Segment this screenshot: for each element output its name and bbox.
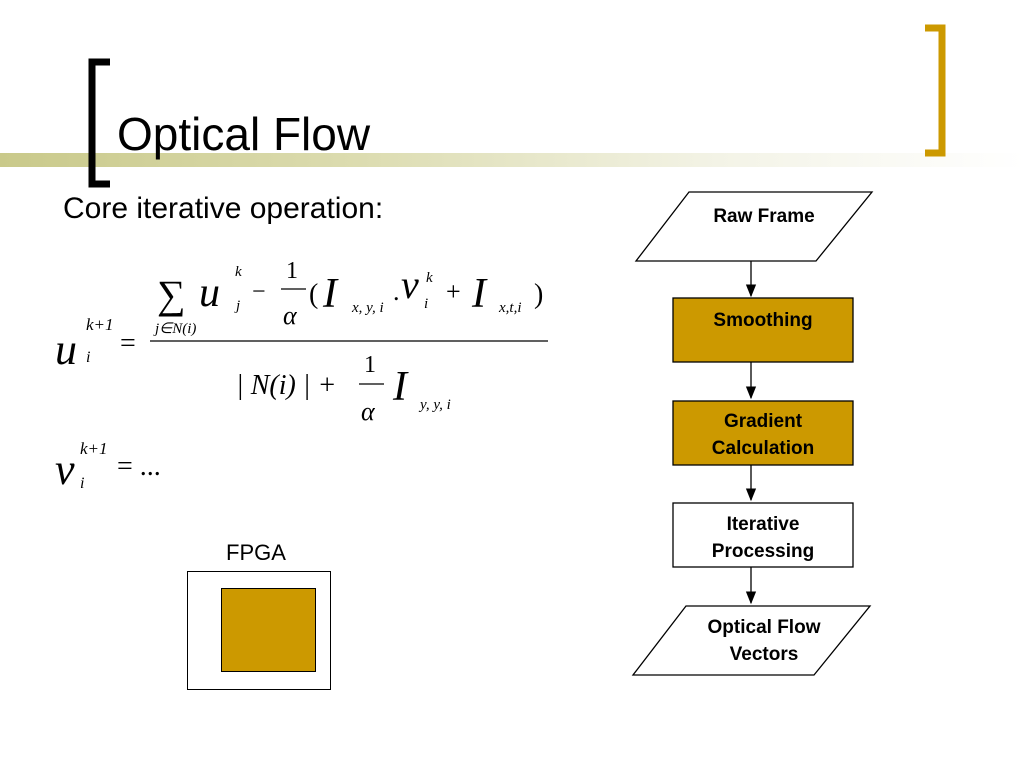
eq-denom-alpha: α <box>361 397 376 426</box>
eq-open-paren: ( <box>309 279 318 310</box>
eq-v-sup: k <box>426 270 433 286</box>
eq-I-t: I <box>471 271 488 317</box>
eq-I-t-sub: x,t,i <box>498 300 522 316</box>
optical-flow-vectors-node <box>631 605 872 676</box>
eq2-equals-ellipsis: = ... <box>117 451 161 482</box>
iterative-label-line2: Processing <box>712 541 814 562</box>
eq-I-x: I <box>322 271 339 317</box>
eq-v-sub: i <box>424 296 428 312</box>
gradient-calculation-node <box>672 400 854 466</box>
eq-lhs-u-sup: k+1 <box>86 315 114 334</box>
output-label-line1: Optical Flow <box>708 617 821 638</box>
eq-num-u: u <box>199 270 220 316</box>
title-stripe <box>0 153 1024 167</box>
eq-equals: = <box>120 328 136 359</box>
slide-subtitle: Core iterative operation: <box>63 192 384 225</box>
raw-frame-label: Raw Frame <box>713 206 814 227</box>
update-equation: u k+1 i = ∑ u k j j∈N(i) − 1 α ( I x, y,… <box>55 258 548 494</box>
eq-sum-sign: ∑ <box>157 272 186 317</box>
eq-dot: . <box>393 277 400 306</box>
eq-I-x-sub: x, y, i <box>351 300 384 316</box>
processing-flowchart: Raw Frame Smoothing Gradient Calculation… <box>631 191 874 676</box>
eq-minus: − <box>252 279 266 305</box>
eq-plus: + <box>446 277 461 306</box>
eq-close-paren: ) <box>534 279 543 310</box>
iterative-processing-node <box>672 502 854 568</box>
eq-lhs-u-sub: i <box>86 349 90 366</box>
eq-I-y-sub: y, y, i <box>418 397 451 413</box>
smoothing-label: Smoothing <box>713 310 812 331</box>
eq-num-u-sup: k <box>235 264 242 280</box>
right-title-bracket <box>925 24 946 157</box>
eq-I-y: I <box>392 364 409 410</box>
slide-title: Optical Flow <box>117 108 371 160</box>
eq-denom-left: | N(i) | + <box>236 370 336 401</box>
fpga-label: FPGA <box>226 540 286 565</box>
gradient-label-line2: Calculation <box>712 438 814 459</box>
eq-sum-index: j∈N(i) <box>153 321 196 337</box>
eq-num-one: 1 <box>286 258 298 284</box>
eq-num-alpha: α <box>283 301 298 330</box>
eq2-lhs-v-sup: k+1 <box>80 439 108 458</box>
eq-lhs-u: u <box>55 325 77 374</box>
eq-num-u-sub: j <box>234 298 240 314</box>
eq2-lhs-v-sub: i <box>80 475 84 492</box>
output-label-line2: Vectors <box>730 644 799 665</box>
left-title-bracket <box>88 58 110 188</box>
iterative-label-line1: Iterative <box>727 514 800 535</box>
smoothing-node <box>672 297 854 363</box>
gradient-label-line1: Gradient <box>724 411 803 432</box>
eq2-lhs-v: v <box>55 445 75 494</box>
raw-frame-node <box>634 191 874 262</box>
eq-v: v <box>401 262 419 307</box>
eq-denom-one: 1 <box>364 352 376 378</box>
fpga-chip-core <box>221 588 316 672</box>
